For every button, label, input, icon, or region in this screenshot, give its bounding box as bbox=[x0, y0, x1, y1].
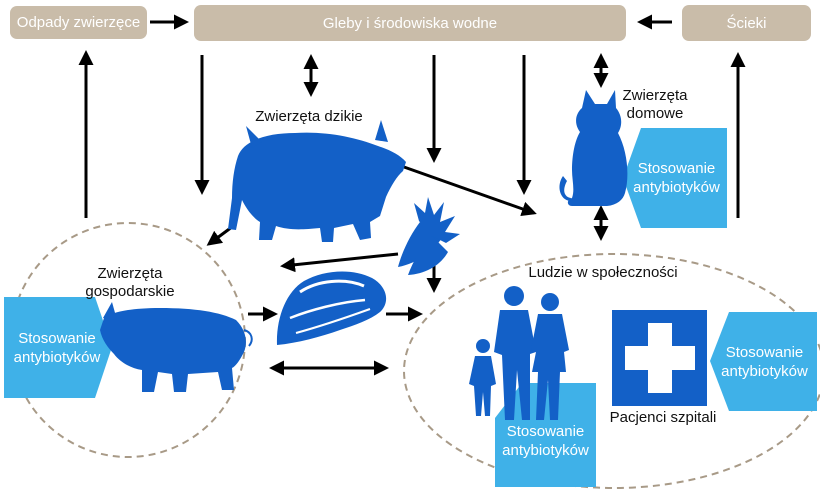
antibiotic-badge-community-shape bbox=[495, 383, 596, 487]
meat-icon bbox=[276, 271, 387, 345]
antibiotic-badge-pets-shape bbox=[623, 128, 727, 228]
sewage-box: Ścieki bbox=[682, 5, 811, 41]
community-circle bbox=[403, 253, 820, 489]
arrow-wild-to-community bbox=[403, 165, 537, 217]
community-label: Ludzie w społeczności bbox=[528, 264, 678, 281]
sewage-label: Ścieki bbox=[726, 14, 767, 32]
soils-water-box: Gleby i środowiska wodne bbox=[194, 5, 626, 41]
antibiotic-use-farm: Stosowanie antybiotyków bbox=[13, 329, 101, 366]
soils-water-label: Gleby i środowiska wodne bbox=[322, 14, 498, 32]
hospital-patients-label: Pacjenci szpitali bbox=[609, 409, 717, 426]
antibiotic-use-pets: Stosowanie antybiotyków bbox=[633, 160, 720, 196]
cat-icon bbox=[559, 90, 628, 206]
pig-icon bbox=[100, 302, 253, 392]
antibiotic-use-hospital: Stosowanie antybiotyków bbox=[721, 343, 808, 380]
animal-waste-label: Odpady zwierzęce bbox=[16, 14, 141, 31]
wild-animals-label: Zwierzęta dzikie bbox=[255, 108, 363, 125]
family-icon bbox=[469, 286, 569, 420]
antibiotic-badge-farm-shape bbox=[4, 297, 112, 398]
arrow-carrot-to-farm bbox=[280, 252, 399, 273]
farm-animals-label: Zwierzęta gospodarskie bbox=[85, 265, 175, 300]
boar-icon bbox=[228, 120, 406, 242]
antibiotic-badge-hospital-shape bbox=[710, 312, 817, 411]
pets-label: Zwierzęta domowe bbox=[622, 87, 688, 122]
carrot-icon bbox=[398, 197, 460, 275]
animal-waste-box: Odpady zwierzęce bbox=[10, 6, 147, 39]
hospital-cross-icon bbox=[612, 310, 707, 406]
antibiotic-use-community: Stosowanie antybiotyków bbox=[502, 423, 589, 459]
